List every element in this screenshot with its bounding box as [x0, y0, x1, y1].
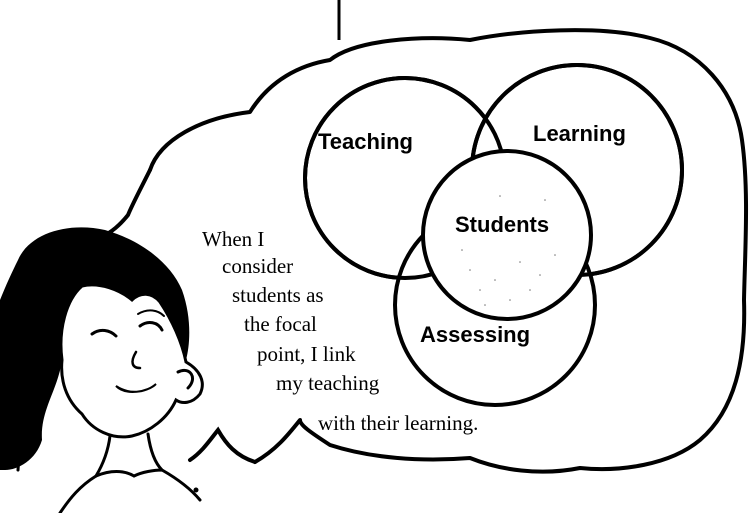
woman-nose	[131, 350, 142, 370]
woman-left-arm	[6, 378, 24, 472]
woman-eye-right	[138, 321, 164, 332]
woman-mouth	[115, 383, 157, 393]
woman-button	[193, 487, 199, 493]
circle-students	[421, 149, 593, 321]
speech-text: When I consider students as the focal po…	[202, 227, 478, 435]
speech-line-6: my teaching	[276, 371, 380, 395]
woman-collar	[94, 468, 202, 502]
speech-line-1: When I	[202, 227, 264, 251]
woman-brow-right	[137, 309, 165, 317]
label-teaching: Teaching	[318, 129, 413, 154]
speech-bubble-outline	[148, 28, 749, 474]
woman-hair	[0, 227, 190, 470]
label-assessing: Assessing	[420, 322, 530, 347]
students-stipple	[461, 195, 556, 306]
woman-shoulder-left	[58, 474, 98, 513]
label-learning: Learning	[533, 121, 626, 146]
speech-bubble-left-edge	[98, 168, 152, 240]
speech-line-7: with their learning.	[318, 411, 478, 435]
woman-illustration	[0, 227, 204, 513]
label-students: Students	[455, 212, 549, 237]
speech-bubble-tail	[188, 426, 257, 464]
speech-line-4: the focal	[244, 312, 317, 336]
speech-line-3: students as	[232, 283, 324, 307]
woman-neck	[94, 432, 164, 478]
woman-eye-left	[90, 328, 118, 338]
speech-line-5: point, I link	[257, 342, 356, 366]
woman-ear	[176, 369, 194, 390]
speech-line-2: consider	[222, 254, 293, 278]
